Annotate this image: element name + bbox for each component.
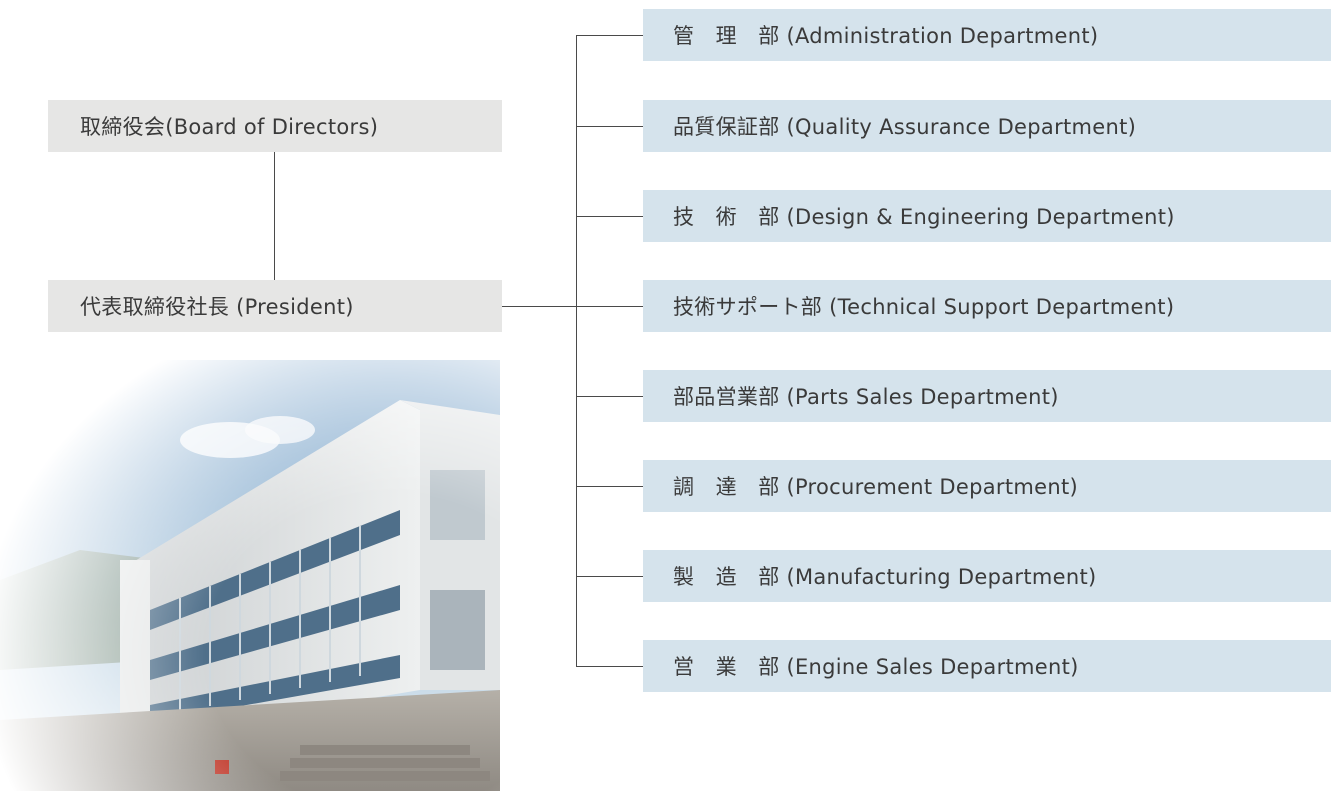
department-branch-line: [576, 35, 643, 36]
department-branch-line: [576, 216, 643, 217]
department-label: 部品営業部 (Parts Sales Department): [673, 385, 1059, 409]
department-box-quality-assurance: 品質保証部 (Quality Assurance Department): [643, 100, 1331, 152]
department-box-design-engineering: 技 術 部 (Design & Engineering Department): [643, 190, 1331, 242]
department-branch-line: [576, 126, 643, 127]
department-box-technical-support: 技術サポート部 (Technical Support Department): [643, 280, 1331, 332]
department-label: 営 業 部 (Engine Sales Department): [673, 655, 1079, 679]
department-label: 管 理 部 (Administration Department): [673, 24, 1099, 48]
department-box-parts-sales: 部品営業部 (Parts Sales Department): [643, 370, 1331, 422]
department-label: 調 達 部 (Procurement Department): [673, 475, 1078, 499]
department-box-manufacturing: 製 造 部 (Manufacturing Department): [643, 550, 1331, 602]
department-branch-line: [576, 666, 643, 667]
department-label: 品質保証部 (Quality Assurance Department): [673, 115, 1137, 139]
department-branch-line: [576, 576, 643, 577]
department-box-procurement: 調 達 部 (Procurement Department): [643, 460, 1331, 512]
board-of-directors-box: 取締役会(Board of Directors): [48, 100, 502, 152]
department-branch-line: [576, 396, 643, 397]
department-branch-line: [576, 486, 643, 487]
president-trunk-connector: [502, 306, 577, 307]
board-president-connector: [274, 152, 275, 280]
department-box-engine-sales: 営 業 部 (Engine Sales Department): [643, 640, 1331, 692]
president-box: 代表取締役社長 (President): [48, 280, 502, 332]
president-label: 代表取締役社長 (President): [80, 295, 354, 319]
board-of-directors-label: 取締役会(Board of Directors): [80, 115, 379, 139]
department-branch-line: [576, 306, 643, 307]
factory-building-photo: [0, 360, 500, 791]
department-label: 技術サポート部 (Technical Support Department): [673, 295, 1175, 319]
department-label: 技 術 部 (Design & Engineering Department): [673, 205, 1175, 229]
department-box-administration: 管 理 部 (Administration Department): [643, 9, 1331, 61]
departments-trunk-line: [576, 35, 577, 667]
department-label: 製 造 部 (Manufacturing Department): [673, 565, 1097, 589]
